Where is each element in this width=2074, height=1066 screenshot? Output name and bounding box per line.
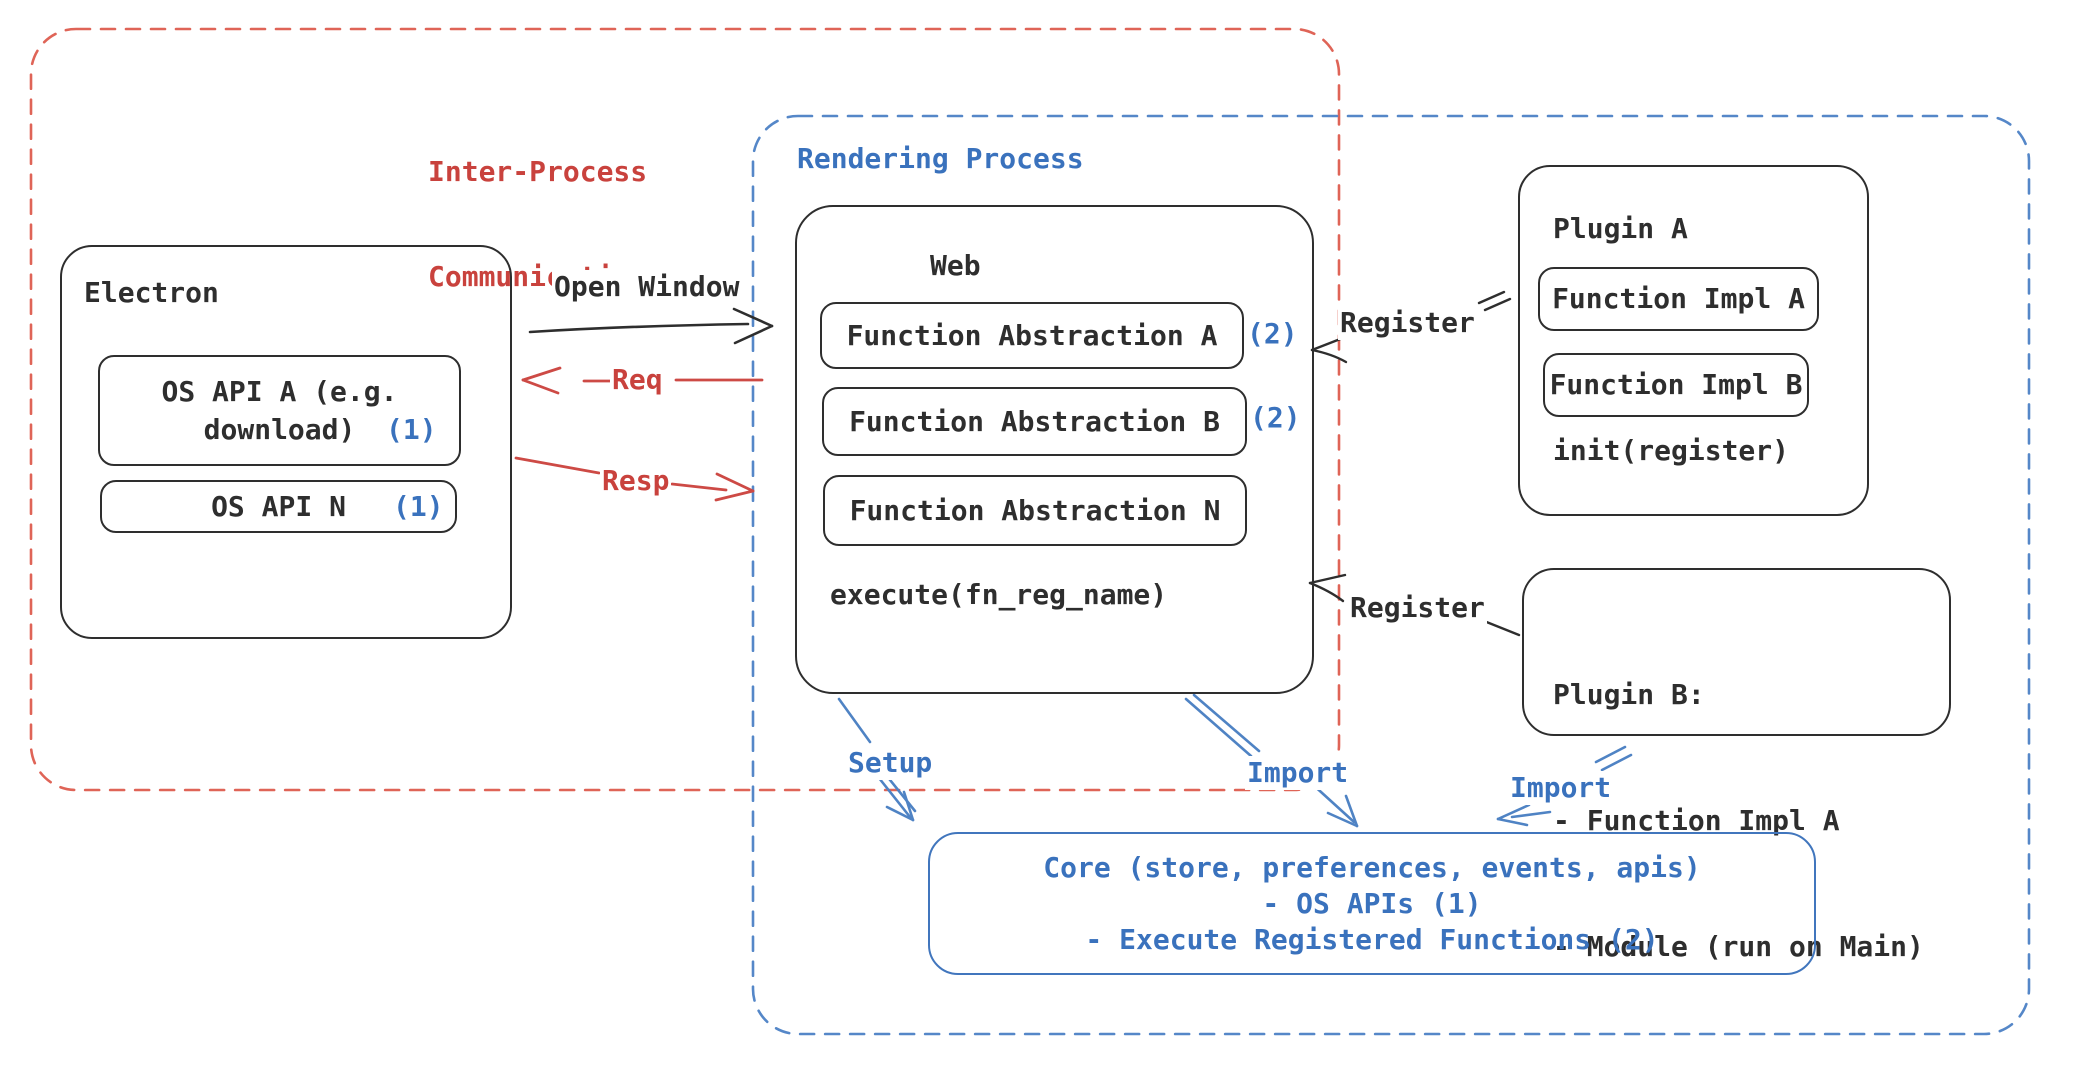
req-label: Req <box>610 363 665 397</box>
execute-label: execute(fn_reg_name) <box>830 578 1168 611</box>
os-api-a-badge: (1) <box>386 412 437 446</box>
core-line1: Core (store, preferences, events, apis) <box>1043 851 1701 884</box>
setup-arrow-icon <box>837 697 917 822</box>
setup-label: Setup <box>846 746 935 780</box>
os-api-n-label: OS API N <box>211 489 346 523</box>
function-impl-b-box: Function Impl B <box>1543 353 1809 417</box>
plugin-a-title: Plugin A <box>1553 212 1688 245</box>
rendering-region-label: Rendering Process <box>797 142 1084 175</box>
ipc-region-border <box>29 27 1341 792</box>
function-abstraction-b-box: Function Abstraction B <box>822 387 1247 456</box>
function-abstraction-a-box: Function Abstraction A <box>820 302 1244 369</box>
init-register-label: init(register) <box>1553 434 1790 467</box>
web-box <box>795 205 1314 694</box>
os-api-a-line2-row: download) (1) <box>100 411 459 449</box>
open-window-arrow-icon <box>528 307 774 345</box>
import-web-label: Import <box>1245 756 1351 790</box>
electron-title: Electron <box>84 276 219 309</box>
plugin-a-box <box>1518 165 1869 516</box>
os-api-a-line1: OS API A (e.g. <box>161 374 398 408</box>
rendering-region-border <box>751 114 2031 1036</box>
plugin-b-line1: Plugin B: <box>1553 678 1705 711</box>
core-line2: - OS APIs (1) <box>1262 887 1482 920</box>
resp-arrow-icon <box>514 456 755 502</box>
os-api-a-line2: download) <box>203 412 356 446</box>
resp-label: Resp <box>600 464 672 498</box>
electron-box <box>60 245 512 639</box>
import-plugin-arrow-icon <box>1496 745 1633 827</box>
function-abstraction-a-badge: (2) <box>1247 317 1298 350</box>
function-impl-a-box: Function Impl A <box>1538 267 1819 331</box>
os-api-n-box: OS API N (1) <box>100 480 457 533</box>
plugin-b-text: Plugin B: - Function Impl A - Module (ru… <box>1553 590 1924 1052</box>
open-window-label: Open Window <box>552 270 742 304</box>
import-plugin-label: Import <box>1508 771 1614 805</box>
plugin-b-line3: - Module (run on Main) <box>1553 930 1924 963</box>
register-bottom-label: Register <box>1348 591 1487 625</box>
plugin-b-line2: - Function Impl A <box>1553 804 1840 837</box>
register-top-label: Register <box>1338 306 1477 340</box>
ipc-region-label-line1: Inter-Process <box>428 155 648 188</box>
core-line3: - Execute Registered Functions (2) <box>1085 923 1659 956</box>
function-abstraction-n-box: Function Abstraction N <box>823 475 1247 546</box>
core-box: Core (store, preferences, events, apis) … <box>928 832 1816 975</box>
web-title: Web <box>930 249 981 282</box>
os-api-a-box: OS API A (e.g. download) (1) <box>98 355 461 466</box>
function-abstraction-b-badge: (2) <box>1250 401 1301 434</box>
plugin-b-box <box>1522 568 1951 736</box>
os-api-n-badge: (1) <box>393 489 444 523</box>
